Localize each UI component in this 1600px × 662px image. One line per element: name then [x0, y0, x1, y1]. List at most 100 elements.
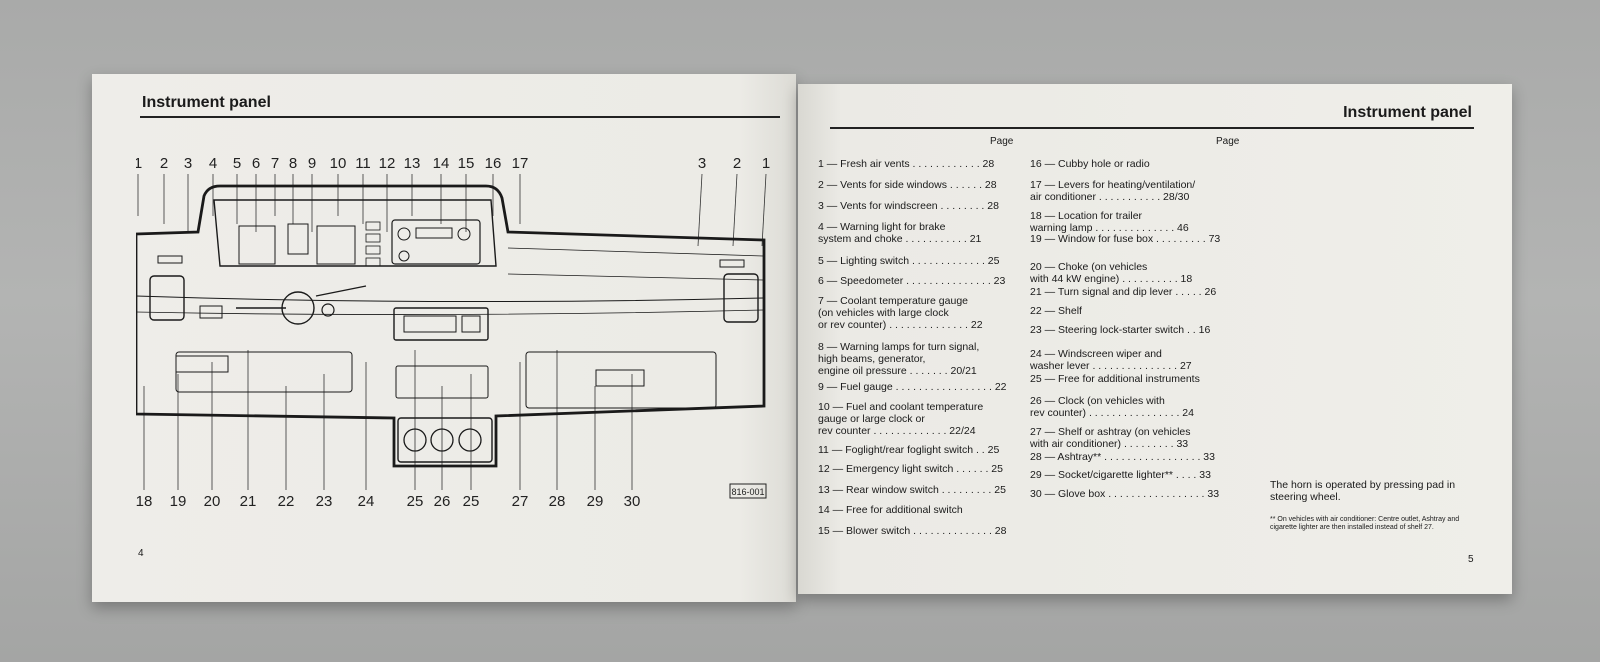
legend-item: 22 — Shelf — [1030, 305, 1230, 317]
legend-item: 10 — Fuel and coolant temperature gauge … — [818, 401, 1018, 437]
legend-item-text: 17 — Levers for heating/ventilation/ air… — [1030, 179, 1196, 203]
legend-item-text: 24 — Windscreen wiper and washer lever .… — [1030, 348, 1192, 372]
callout-number: 22 — [278, 493, 295, 510]
legend-item: 29 — Socket/cigarette lighter** . . . . … — [1030, 469, 1230, 481]
legend-item-text: 23 — Steering lock-starter switch . . 16 — [1030, 324, 1211, 336]
page-number: 4 — [138, 548, 144, 559]
callout-number: 11 — [355, 156, 371, 172]
callout-number: 30 — [624, 493, 641, 510]
legend-item-text: 26 — Clock (on vehicles with rev counter… — [1030, 395, 1194, 419]
legend-item-text: 21 — Turn signal and dip lever . . . . .… — [1030, 286, 1217, 298]
callout-number: 13 — [404, 156, 421, 172]
page-column-header: Page — [990, 136, 1014, 147]
callout-number: 26 — [434, 493, 451, 510]
callout-number: 3 — [184, 156, 192, 172]
legend-item: 1 — Fresh air vents . . . . . . . . . . … — [818, 158, 1018, 170]
legend-item: 15 — Blower switch . . . . . . . . . . .… — [818, 525, 1018, 537]
legend-item: 23 — Steering lock-starter switch . . 16 — [1030, 324, 1230, 336]
dashboard-outline — [136, 184, 766, 468]
legend-item-text: 20 — Choke (on vehicles with 44 kW engin… — [1030, 261, 1193, 285]
callout-number: 27 — [512, 493, 529, 510]
callout-number: 4 — [209, 156, 217, 172]
legend-item-text: 11 — Foglight/rear foglight switch . . 2… — [818, 444, 1000, 456]
legend-item: 14 — Free for additional switch — [818, 504, 1018, 516]
legend-item: 30 — Glove box . . . . . . . . . . . . .… — [1030, 488, 1230, 500]
legend-item: 26 — Clock (on vehicles with rev counter… — [1030, 395, 1230, 419]
legend-item-text: 7 — Coolant temperature gauge (on vehicl… — [818, 295, 983, 331]
legend-item: 18 — Location for trailer warning lamp .… — [1030, 210, 1230, 234]
legend-item: 3 — Vents for windscreen . . . . . . . .… — [818, 200, 1018, 212]
legend-item: 17 — Levers for heating/ventilation/ air… — [1030, 179, 1230, 203]
legend-item: 25 — Free for additional instruments — [1030, 373, 1230, 385]
legend-item-text: 10 — Fuel and coolant temperature gauge … — [818, 401, 984, 437]
legend-item-text: 14 — Free for additional switch — [818, 504, 963, 516]
callout-number: 1 — [762, 156, 770, 172]
legend-item: 20 — Choke (on vehicles with 44 kW engin… — [1030, 261, 1230, 285]
legend-item-text: 9 — Fuel gauge . . . . . . . . . . . . .… — [818, 381, 1007, 393]
legend-item: 2 — Vents for side windows . . . . . . 2… — [818, 179, 1018, 191]
callout-number: 10 — [330, 156, 347, 172]
legend-item-text: 25 — Free for additional instruments — [1030, 373, 1200, 385]
legend-item: 16 — Cubby hole or radio — [1030, 158, 1230, 170]
legend-item-text: 22 — Shelf — [1030, 305, 1082, 317]
leader-line — [732, 173, 738, 247]
diagram-code-label: 816-001 — [731, 487, 764, 497]
callout-number: 7 — [271, 156, 279, 172]
page-title: Instrument panel — [1343, 104, 1472, 121]
callout-number: 23 — [316, 493, 333, 510]
legend-item: 11 — Foglight/rear foglight switch . . 2… — [818, 444, 1018, 456]
right-page: Instrument panel Page Page 1 — Fresh air… — [798, 84, 1512, 594]
callout-number: 14 — [433, 156, 450, 172]
callout-number: 12 — [379, 156, 396, 172]
callout-number: 2 — [160, 156, 168, 172]
legend-item-text: 1 — Fresh air vents . . . . . . . . . . … — [818, 158, 995, 170]
legend-item: 12 — Emergency light switch . . . . . . … — [818, 463, 1018, 475]
legend-item: 7 — Coolant temperature gauge (on vehicl… — [818, 295, 1018, 331]
legend-item-text: 19 — Window for fuse box . . . . . . . .… — [1030, 233, 1221, 245]
legend-item: 6 — Speedometer . . . . . . . . . . . . … — [818, 275, 1018, 287]
legend-item: 28 — Ashtray** . . . . . . . . . . . . .… — [1030, 451, 1230, 463]
callout-number: 16 — [485, 156, 502, 172]
page-column-header: Page — [1216, 136, 1240, 147]
callout-number: 29 — [587, 493, 604, 510]
callout-number: 9 — [308, 156, 316, 172]
legend-item: 5 — Lighting switch . . . . . . . . . . … — [818, 255, 1018, 267]
legend-item: 24 — Windscreen wiper and washer lever .… — [1030, 348, 1230, 372]
callout-number: 15 — [458, 156, 475, 172]
legend-item-text: 30 — Glove box . . . . . . . . . . . . .… — [1030, 488, 1220, 500]
page-number: 5 — [1468, 554, 1474, 565]
legend-item-text: 15 — Blower switch . . . . . . . . . . .… — [818, 525, 1007, 537]
callout-number: 3 — [698, 156, 706, 172]
callout-number: 28 — [549, 493, 566, 510]
callout-number: 19 — [170, 493, 187, 510]
legend-item: 9 — Fuel gauge . . . . . . . . . . . . .… — [818, 381, 1018, 393]
callout-number: 2 — [733, 156, 741, 172]
callout-number: 8 — [289, 156, 297, 172]
legend-item: 4 — Warning light for brake system and c… — [818, 221, 1018, 245]
heading-rule — [830, 127, 1474, 129]
legend-item-text: 3 — Vents for windscreen . . . . . . . .… — [818, 200, 999, 212]
callout-number: 25 — [463, 493, 480, 510]
legend-item-text: 27 — Shelf or ashtray (on vehicles with … — [1030, 426, 1191, 450]
horn-note: The horn is operated by pressing pad in … — [1270, 479, 1456, 503]
callout-number: 17 — [512, 156, 529, 172]
footnote: ** On vehicles with air conditioner: Cen… — [1270, 516, 1460, 531]
leader-line — [761, 173, 767, 247]
page-title: Instrument panel — [142, 94, 271, 111]
legend-item-text: 16 — Cubby hole or radio — [1030, 158, 1150, 170]
legend-item: 8 — Warning lamps for turn signal, high … — [818, 341, 1018, 377]
callout-number: 24 — [358, 493, 375, 510]
callout-number: 25 — [407, 493, 424, 510]
legend-item-text: 2 — Vents for side windows . . . . . . 2… — [818, 179, 997, 191]
code-label-box — [729, 483, 767, 499]
callout-number: 6 — [252, 156, 260, 172]
legend-item: 19 — Window for fuse box . . . . . . . .… — [1030, 233, 1230, 245]
legend-item-text: 6 — Speedometer . . . . . . . . . . . . … — [818, 275, 1006, 287]
legend-item: 21 — Turn signal and dip lever . . . . .… — [1030, 286, 1230, 298]
legend-item-text: 29 — Socket/cigarette lighter** . . . . … — [1030, 469, 1211, 481]
legend-item-text: 4 — Warning light for brake system and c… — [818, 221, 982, 245]
legend-item-text: 18 — Location for trailer warning lamp .… — [1030, 210, 1189, 234]
legend-item-text: 8 — Warning lamps for turn signal, high … — [818, 341, 980, 377]
